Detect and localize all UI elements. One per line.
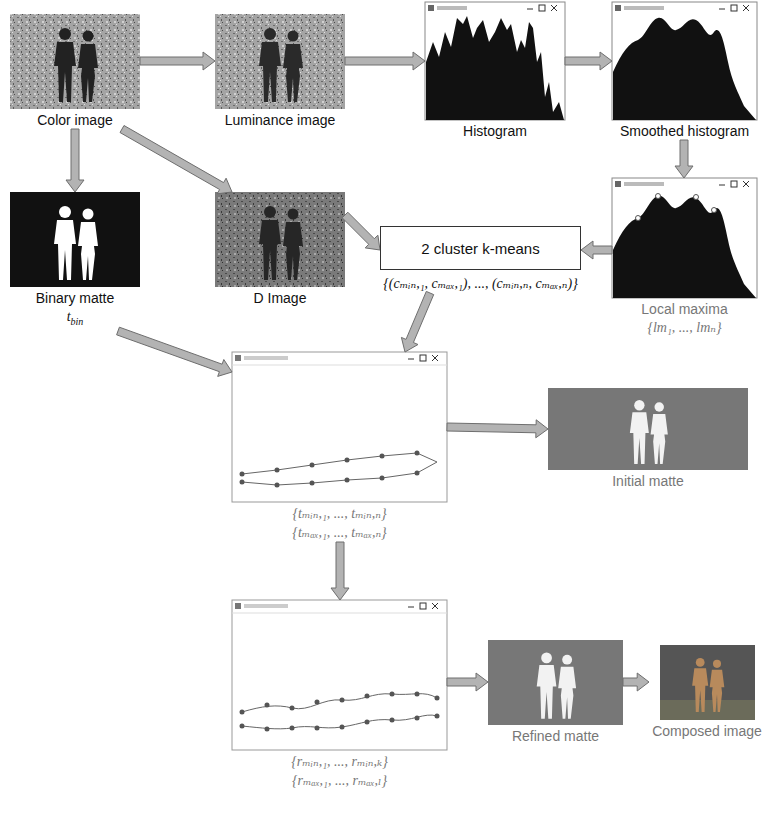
- d-image-picture: [215, 192, 345, 287]
- block-arrow: [447, 673, 488, 691]
- initial-matte-picture: [548, 388, 748, 470]
- picture-area: [612, 2, 757, 122]
- block-arrow: [623, 673, 649, 691]
- set-notation: {rₘᵢₙ,₁, ..., rₘᵢₙ,ₖ}: [291, 753, 388, 771]
- block-arrow: [581, 241, 612, 259]
- picture-area: [10, 14, 140, 111]
- picture-area: [10, 192, 140, 289]
- local-maxima-window: [612, 178, 757, 298]
- luminance-image-picture: [215, 14, 345, 109]
- caption-line: Color image: [10, 111, 140, 129]
- image-node: Luminance image: [215, 14, 345, 129]
- process-label: 2 cluster k-means: [421, 240, 539, 257]
- block-arrow: [342, 212, 380, 250]
- refined-matte-picture: [488, 640, 623, 725]
- image-node: Binary mattetbin: [10, 192, 140, 331]
- caption-line: Composed image: [649, 722, 765, 740]
- picture-area: [649, 645, 765, 722]
- process-box-outline: 2 cluster k-means: [380, 226, 581, 270]
- caption-line: tbin: [10, 307, 140, 331]
- picture-area: [215, 192, 345, 289]
- caption-text: Luminance image: [225, 111, 336, 129]
- block-arrow: [345, 52, 425, 70]
- image-node: Composed image: [649, 645, 765, 740]
- process-box: 2 cluster k-means {(cₘᵢₙ,₁, cₘₐₓ,₁), ...,…: [380, 226, 581, 293]
- caption-line: {tₘₐₓ,₁, ..., tₘₐₓ,ₙ}: [232, 523, 447, 542]
- block-arrow: [675, 140, 693, 178]
- set-notation: {(cₘᵢₙ,₁, cₘₐₓ,₁), ..., (cₘᵢₙ,ₙ, cₘₐₓ,ₙ)…: [383, 275, 578, 293]
- caption-line: Binary matte: [10, 289, 140, 307]
- caption-line: {rₘᵢₙ,₁, ..., rₘᵢₙ,ₖ}: [232, 752, 447, 771]
- set-notation: {lm₁, ..., lmₙ}: [647, 319, 721, 337]
- histogram-node: Local maxima{lm₁, ..., lmₙ}: [612, 178, 757, 337]
- picture-area: [425, 2, 565, 122]
- caption-text: Histogram: [463, 122, 527, 140]
- set-notation: {rₘₐₓ,₁, ..., rₘₐₓ,ₗ}: [292, 772, 387, 790]
- block-arrow: [331, 542, 349, 600]
- caption-text: Smoothed histogram: [620, 122, 749, 140]
- caption-line: {tₘᵢₙ,₁, ..., tₘᵢₙ,ₙ}: [232, 504, 447, 523]
- block-arrow: [401, 291, 433, 352]
- plot-node: {rₘᵢₙ,₁, ..., rₘᵢₙ,ₖ}{rₘₐₓ,₁, ..., rₘₐₓ,…: [232, 600, 447, 790]
- caption-line: Initial matte: [548, 472, 748, 490]
- picture-area: [215, 14, 345, 111]
- symbol-text: t: [67, 308, 71, 326]
- block-arrow: [120, 126, 232, 194]
- caption-text: Binary matte: [36, 289, 115, 307]
- smoothed-histogram-window: [612, 2, 757, 120]
- caption-text: Local maxima: [641, 300, 727, 318]
- set-notation: {tₘᵢₙ,₁, ..., tₘᵢₙ,ₙ}: [293, 505, 387, 523]
- picture-area: [232, 600, 447, 752]
- composed-image-picture: [660, 645, 755, 720]
- caption-line: {rₘₐₓ,₁, ..., rₘₐₓ,ₗ}: [232, 771, 447, 790]
- histogram-node: Smoothed histogram: [612, 2, 757, 140]
- caption-text: Refined matte: [512, 727, 599, 745]
- caption-line: D Image: [215, 289, 345, 307]
- caption-line: Smoothed histogram: [612, 122, 757, 140]
- picture-area: [612, 178, 757, 300]
- picture-area: [548, 388, 748, 472]
- picture-area: [488, 640, 623, 727]
- caption-text: Initial matte: [612, 472, 684, 490]
- caption-text: Composed image: [652, 722, 762, 740]
- caption-line: Histogram: [425, 122, 565, 140]
- caption-line: Local maxima: [612, 300, 757, 318]
- threshold-plot-window: [232, 352, 447, 502]
- histogram-node: Histogram: [425, 2, 565, 140]
- plot-node: {tₘᵢₙ,₁, ..., tₘᵢₙ,ₙ}{tₘₐₓ,₁, ..., tₘₐₓ,…: [232, 352, 447, 542]
- block-arrow: [117, 327, 232, 376]
- caption-line: Refined matte: [488, 727, 623, 745]
- set-notation: {tₘₐₓ,₁, ..., tₘₐₓ,ₙ}: [292, 524, 386, 542]
- image-node: Refined matte: [488, 640, 623, 745]
- block-arrow: [565, 52, 612, 70]
- subscript-text: bin: [71, 313, 84, 331]
- caption-line: {(cₘᵢₙ,₁, cₘₐₓ,₁), ..., (cₘᵢₙ,ₙ, cₘₐₓ,ₙ)…: [380, 274, 581, 293]
- block-arrow: [140, 52, 215, 70]
- picture-area: [232, 352, 447, 504]
- caption-line: Luminance image: [215, 111, 345, 129]
- color-image-picture: [10, 14, 140, 109]
- block-arrow: [447, 420, 548, 438]
- binary-matte-picture: [10, 192, 140, 287]
- histogram-window: [425, 2, 565, 120]
- caption-text: Color image: [37, 111, 112, 129]
- caption-line: {lm₁, ..., lmₙ}: [612, 318, 757, 337]
- refined-plot-window: [232, 600, 447, 750]
- image-node: Initial matte: [548, 388, 748, 490]
- image-node: D Image: [215, 192, 345, 307]
- block-arrow: [66, 129, 84, 192]
- caption-text: D Image: [254, 289, 307, 307]
- image-node: Color image: [10, 14, 140, 129]
